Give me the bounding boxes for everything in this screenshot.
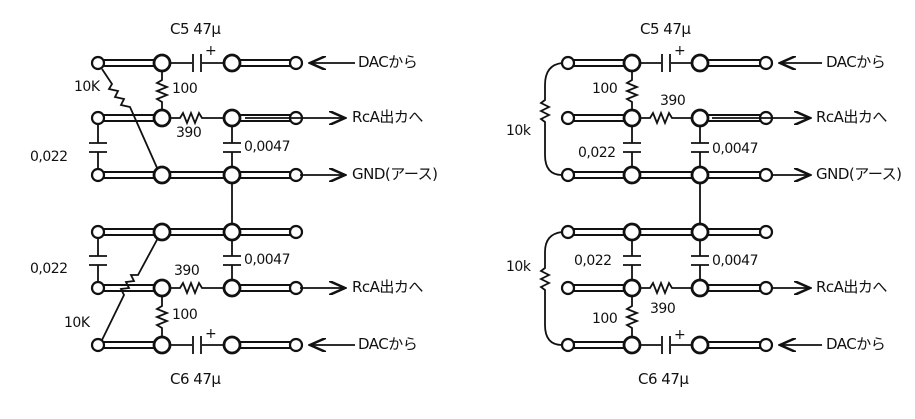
right-cap0047-top-label: 0,0047 (712, 141, 759, 157)
right-r10k-bot-label: 10k (506, 259, 531, 275)
right-r100-bot-label: 100 (592, 311, 618, 327)
right-rca-top-label: RcA出カへ (816, 108, 887, 126)
right-r390-top-label: 390 (660, 93, 686, 109)
left-c5-plus: + (205, 43, 217, 59)
right-pads (560, 53, 774, 355)
right-cap022-bot-label: 0,022 (574, 253, 612, 269)
right-dac-top-label: DACから (826, 53, 886, 71)
right-r100-top-label: 100 (592, 81, 618, 97)
right-gnd-label: GND(アース) (816, 165, 902, 183)
right-r10k-top-label: 10k (506, 123, 531, 139)
left-r100-top-label: 100 (172, 81, 198, 97)
right-rca-bot-label: RcA出カへ (816, 278, 887, 296)
right-c5-label: C5 47μ (640, 20, 691, 38)
right-diagram (538, 53, 822, 355)
left-bus-lines (98, 59, 296, 349)
right-cap022-top-label: 0,022 (578, 145, 616, 161)
right-bus-lines (568, 59, 766, 349)
left-rca-top-label: RcA出カへ (352, 108, 423, 126)
left-cap0047-top-label: 0,0047 (244, 139, 291, 155)
left-rca-bot-label: RcA出カへ (352, 278, 423, 296)
right-c5-plus: + (674, 43, 686, 59)
left-r10k-top-label: 10K (74, 79, 100, 95)
left-r390-top-label: 390 (176, 125, 202, 141)
right-c6-plus: + (674, 327, 686, 343)
left-components (89, 54, 241, 354)
left-r390-bot-label: 390 (174, 263, 200, 279)
right-r390-bot-label: 390 (650, 301, 676, 317)
right-c6-label: C6 47μ (638, 370, 689, 388)
right-cap0047-bot-label: 0,0047 (712, 253, 759, 269)
left-gnd-label: GND(アース) (352, 165, 438, 183)
left-arrows (245, 63, 355, 345)
left-cap022-bot-label: 0,022 (30, 261, 68, 277)
left-cap0047-bot-label: 0,0047 (244, 252, 291, 268)
right-components (538, 54, 709, 354)
left-diagram (89, 53, 355, 355)
right-dac-bot-label: DACから (826, 335, 886, 353)
left-c6-plus: + (205, 326, 217, 342)
left-r10k-bot-label: 10K (64, 315, 90, 331)
left-cap022-top-label: 0,022 (30, 149, 68, 165)
left-dac-top-label: DACから (358, 53, 418, 71)
left-c5-label: C5 47μ (170, 20, 221, 38)
left-r100-bot-label: 100 (172, 307, 198, 323)
right-arrows (712, 63, 822, 345)
left-c6-label: C6 47μ (170, 370, 221, 388)
left-dac-bot-label: DACから (358, 335, 418, 353)
